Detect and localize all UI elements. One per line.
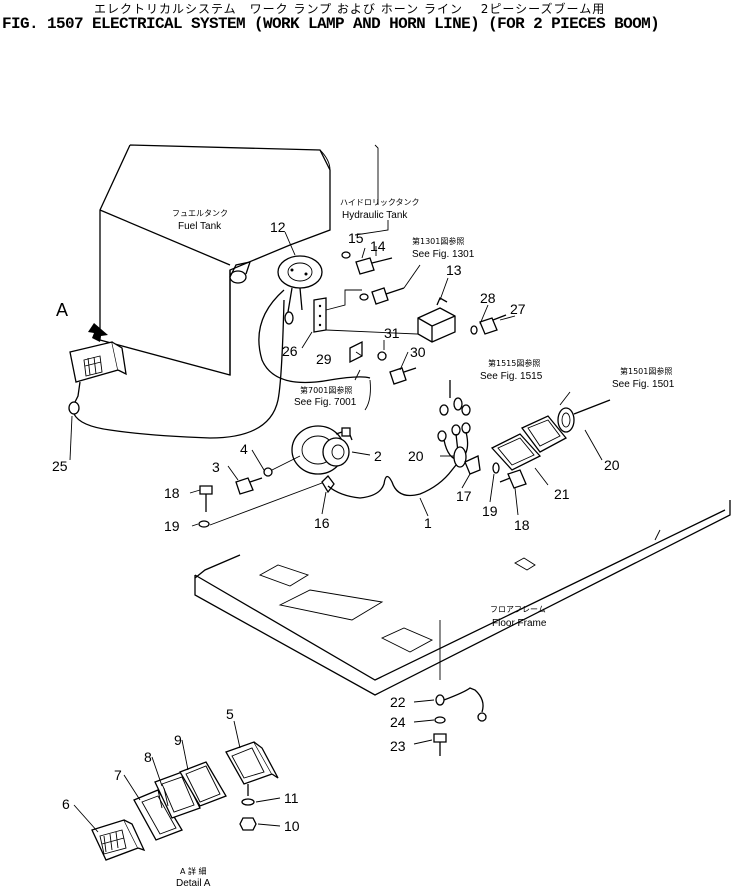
washer-19-left [198,520,210,528]
bolt-18-left [199,485,213,512]
cover-plate-21 [490,415,568,471]
ref-7001-leader [354,369,371,411]
callout-8: 8 [144,749,152,765]
harness-1 [327,459,461,499]
detail-frame-7 [133,789,183,841]
detail-lens-9 [179,761,227,807]
callout-24: 24 [390,714,406,730]
ground-cable-22 [435,620,487,722]
callout-26: 26 [282,343,298,359]
callout-18-right: 18 [514,517,530,533]
label-detail: Detail A [176,878,211,887]
bolt-30 [389,367,417,385]
ref-1301-leader [403,264,421,289]
callout-18-left: 18 [164,485,180,501]
callout-15: 15 [348,230,364,246]
washer-31 [377,351,387,361]
callout-28: 28 [480,290,496,306]
label-fuel-tank-jp: フュエルタンク [172,209,228,218]
callout-10: 10 [284,818,300,834]
callout-7: 7 [114,767,122,783]
label-ref-1501-jp: 第1501図参照 [620,366,672,376]
lamp-wire-25 [73,299,285,439]
callout-leaders [69,231,603,833]
hydraulic-tank-leader [354,144,389,236]
sender-wire-26 [258,289,371,384]
callout-20-left: 20 [408,448,424,464]
horn-2 [291,425,353,475]
bolt-18-right [499,469,527,489]
callout-16: 16 [314,515,330,531]
fuel-level-sender-12 [277,255,323,325]
callout-5: 5 [226,706,234,722]
bolt-23 [433,733,447,756]
label-ref-1301-jp: 第1301図参照 [412,236,464,246]
detail-housing-5 [225,741,279,796]
callout-13: 13 [446,262,462,278]
callout-9: 9 [174,732,182,748]
label-floor-frame-jp: フロアフレーム [490,605,546,614]
bolt-3 [235,477,263,495]
figure-title-japanese: エレクトリカルシステム ワーク ランプ および ホーン ライン 2ピーシーズブー… [94,2,606,16]
label-fuel-tank: Fuel Tank [178,221,222,232]
fuel-cap-stub [229,261,251,284]
callout-17: 17 [456,488,472,504]
callout-27: 27 [510,301,526,317]
callout-30: 30 [410,344,426,360]
callout-22: 22 [390,694,406,710]
bolt-14 [341,251,393,275]
label-floor-frame: Floor Frame [492,618,547,629]
label-ref-1301: See Fig. 1301 [412,249,475,260]
relay-13 [417,297,456,343]
callout-21: 21 [554,486,570,502]
callout-6: 6 [62,796,70,812]
callout-25: 25 [52,458,68,474]
callout-31: 31 [384,325,400,341]
label-hydraulic-tank: Hydraulic Tank [342,210,408,221]
grommet-20-right [557,399,611,433]
washer-4 [263,467,273,477]
figure-title: FIG. 1507 ELECTRICAL SYSTEM (WORK LAMP A… [2,15,660,33]
label-ref-7001: See Fig. 7001 [294,397,357,408]
callout-19-right: 19 [482,503,498,519]
callout-29: 29 [316,351,332,367]
bracket-plate [313,297,327,333]
horn-mount-leader [209,455,331,526]
callout-12: 12 [270,219,286,235]
label-detail-jp: A 詳 細 [180,866,207,876]
clamp-17 [464,455,481,475]
detail-washer-11 [241,798,255,806]
bolt-27 [479,314,507,335]
label-ref-1515-jp: 第1515図参照 [488,358,540,368]
bolt-unit-left [359,287,405,305]
callout-23: 23 [390,738,406,754]
floor-frame [194,500,731,696]
connector-cluster [437,380,471,461]
detail-lamp-6 [91,819,146,861]
work-lamp-a [68,341,127,415]
callout-19-left: 19 [164,518,180,534]
callout-20-right: 20 [604,457,620,473]
washer-28 [470,325,478,335]
label-ref-1501: See Fig. 1501 [612,379,675,390]
washer-24 [434,716,446,724]
detail-gasket-8 [154,771,201,819]
callout-11: 11 [284,790,299,806]
callout-3: 3 [212,459,220,475]
detail-nut-10 [239,817,257,831]
callout-2: 2 [374,448,382,464]
grommet-20-left [453,446,467,468]
callout-14: 14 [370,238,386,254]
view-arrow-a [88,323,108,342]
label-view-a: A [56,300,68,320]
label-hydraulic-tank-jp: ハイドロリックタンク [340,198,420,207]
fuel-tank-outline [99,144,331,376]
label-ref-7001-jp: 第7001図参照 [300,385,352,395]
callout-4: 4 [240,441,248,457]
washer-19-right [492,462,500,474]
callout-1: 1 [424,515,432,531]
label-ref-1515: See Fig. 1515 [480,371,543,382]
